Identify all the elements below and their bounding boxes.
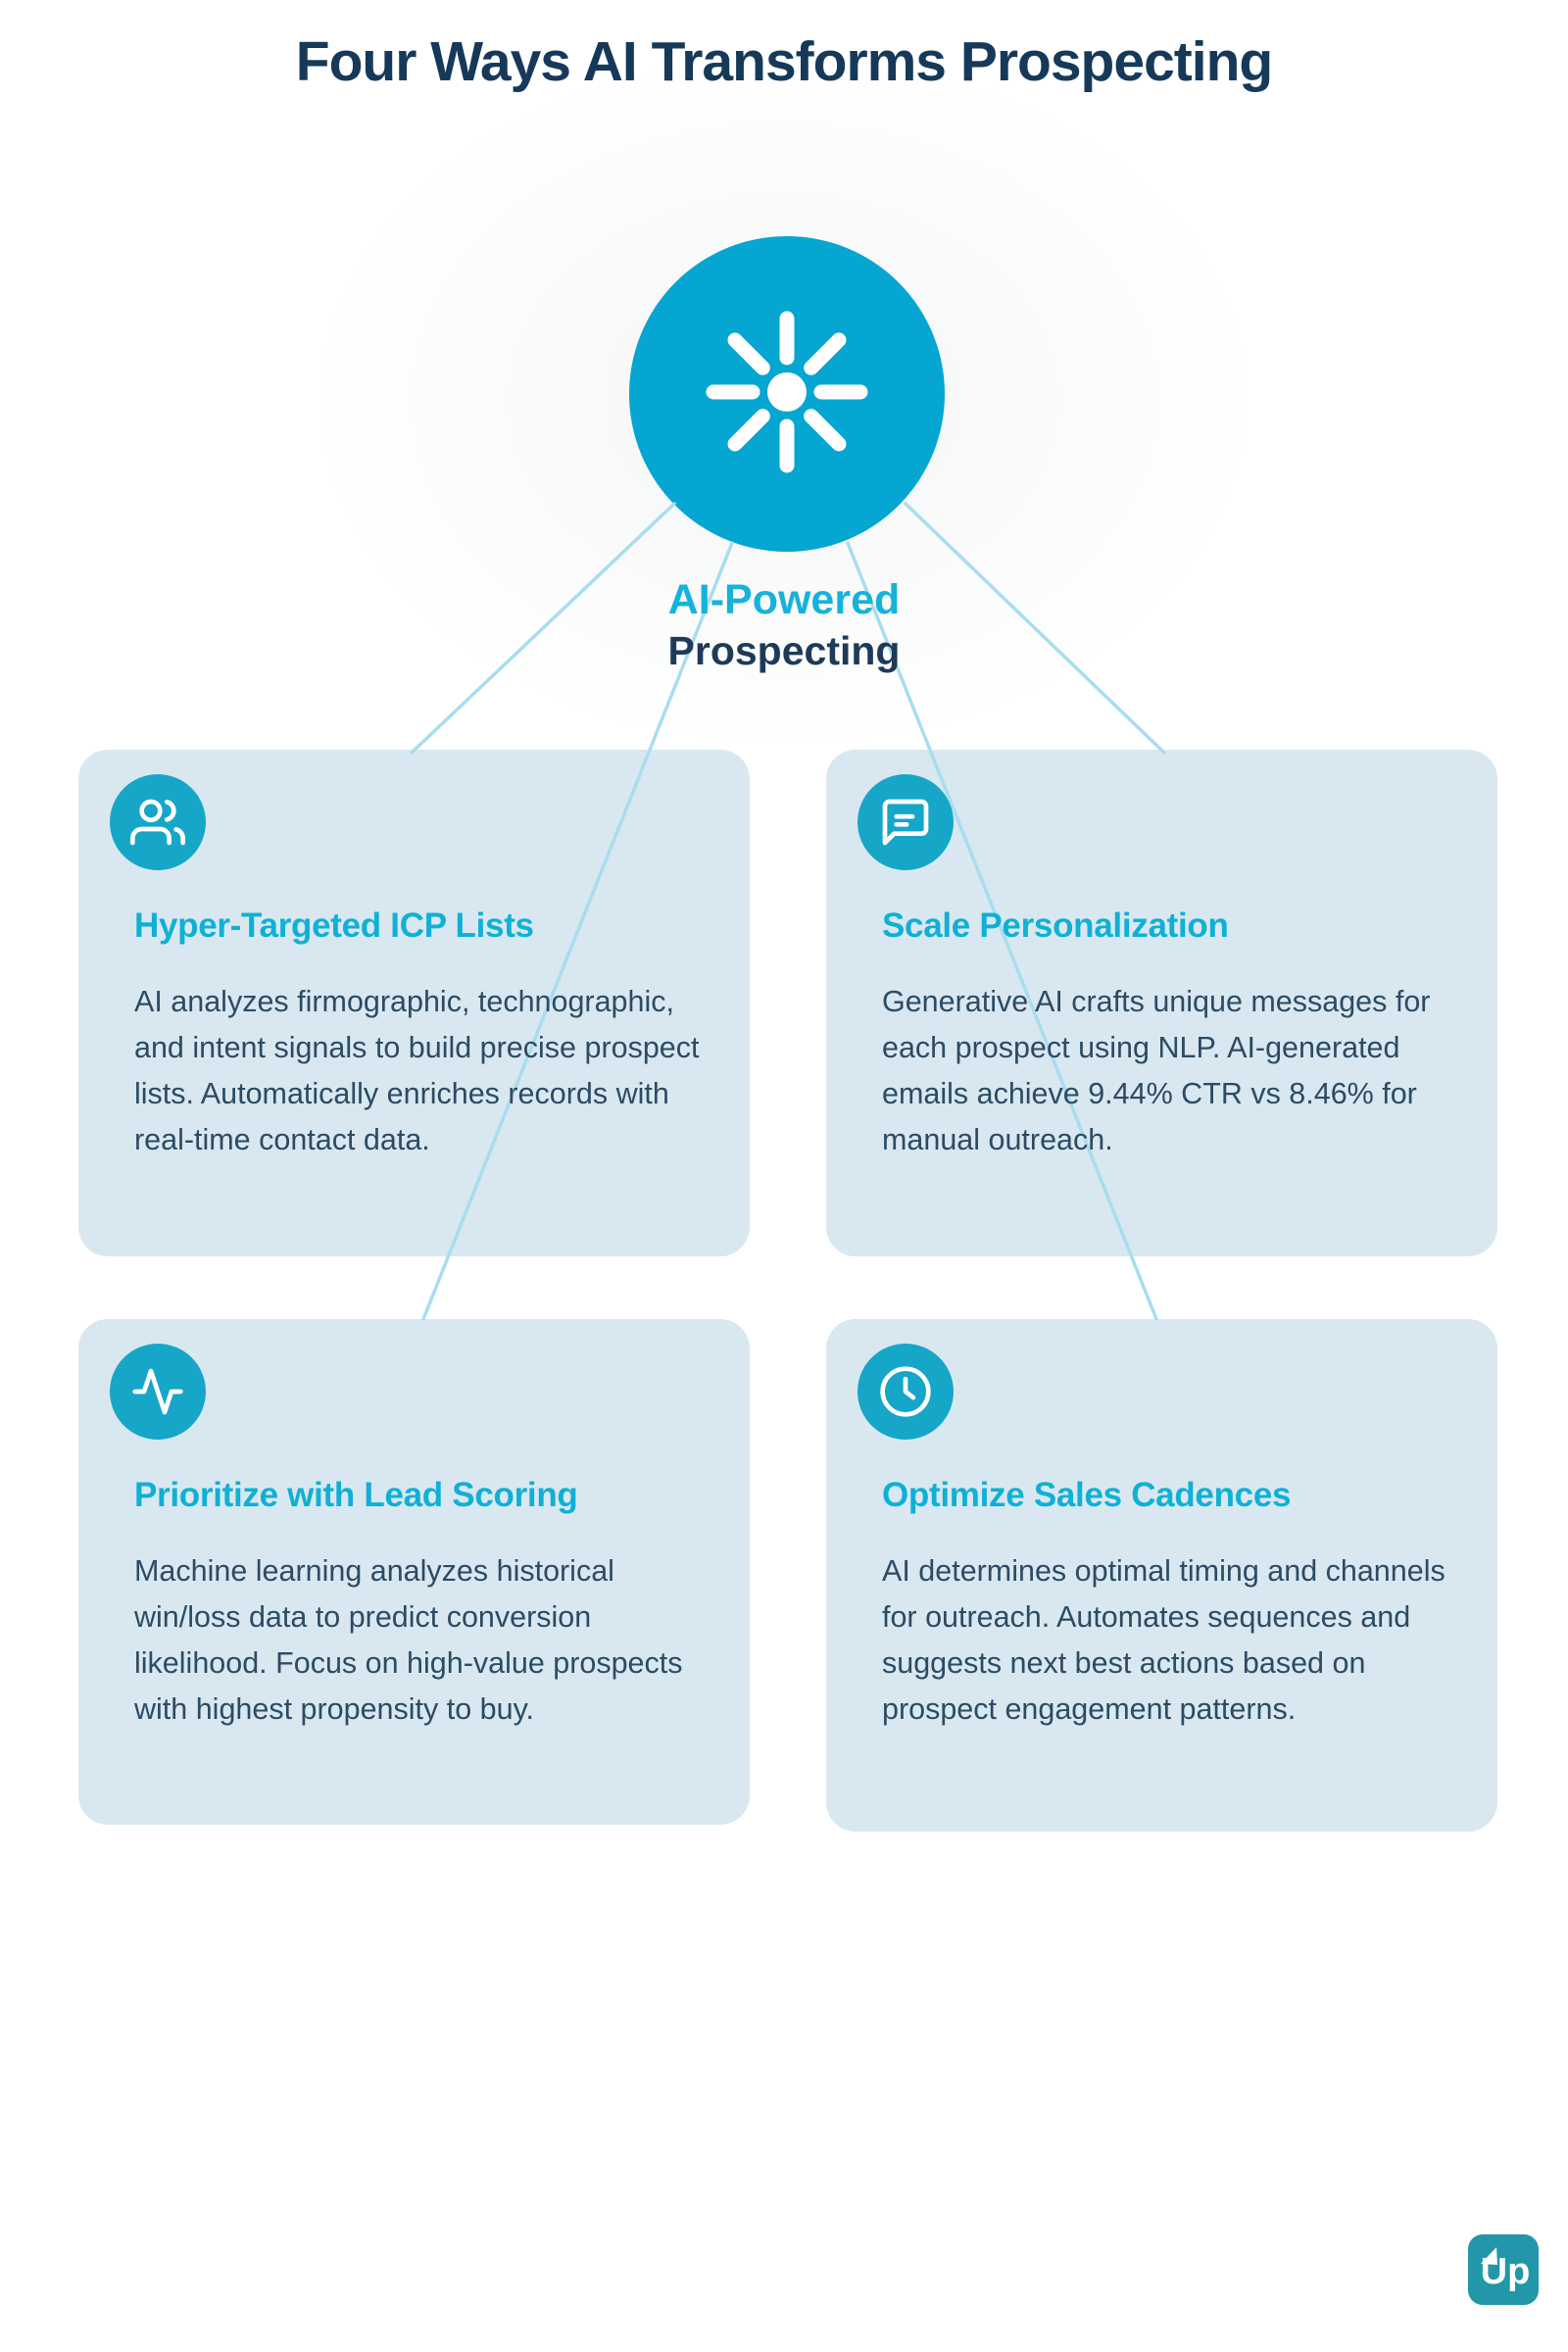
card-body: AI analyzes firmographic, technographic,… — [134, 985, 700, 1156]
card-body: Machine learning analyzes historical win… — [134, 1554, 683, 1726]
card-optimize-sales-cadences: Optimize Sales Cadences AI determines op… — [826, 1319, 1497, 1832]
card-heading: Optimize Sales Cadences — [882, 1476, 1292, 1514]
card-heading: Hyper-Targeted ICP Lists — [134, 906, 534, 945]
uplead-logo: Up — [1468, 2234, 1539, 2305]
card-hyper-targeted-icp-lists: Hyper-Targeted ICP Lists AI analyzes fir… — [78, 750, 750, 1256]
card-heading: Scale Personalization — [882, 906, 1229, 945]
hub-circle — [629, 236, 945, 552]
sparkle-icon — [629, 234, 945, 555]
page-title: Four Ways AI Transforms Prospecting — [295, 30, 1273, 93]
card-body: Generative AI crafts unique messages for… — [882, 985, 1431, 1156]
message-square-icon — [858, 774, 954, 870]
hub-label-line1: AI-Powered — [667, 576, 901, 623]
clock-icon — [858, 1344, 954, 1440]
card-heading: Prioritize with Lead Scoring — [134, 1476, 578, 1514]
card-prioritize-with-lead-scoring: Prioritize with Lead Scoring Machine lea… — [78, 1319, 750, 1825]
card-body: AI determines optimal timing and channel… — [882, 1554, 1446, 1726]
users-icon — [110, 774, 206, 870]
up-logo-text: Up — [1481, 2251, 1531, 2292]
hub-label-line2: Prospecting — [667, 628, 901, 673]
hub-label: AI-Powered Prospecting — [0, 574, 1568, 676]
card-scale-personalization: Scale Personalization Generative AI craf… — [826, 750, 1497, 1256]
activity-icon — [110, 1344, 206, 1440]
